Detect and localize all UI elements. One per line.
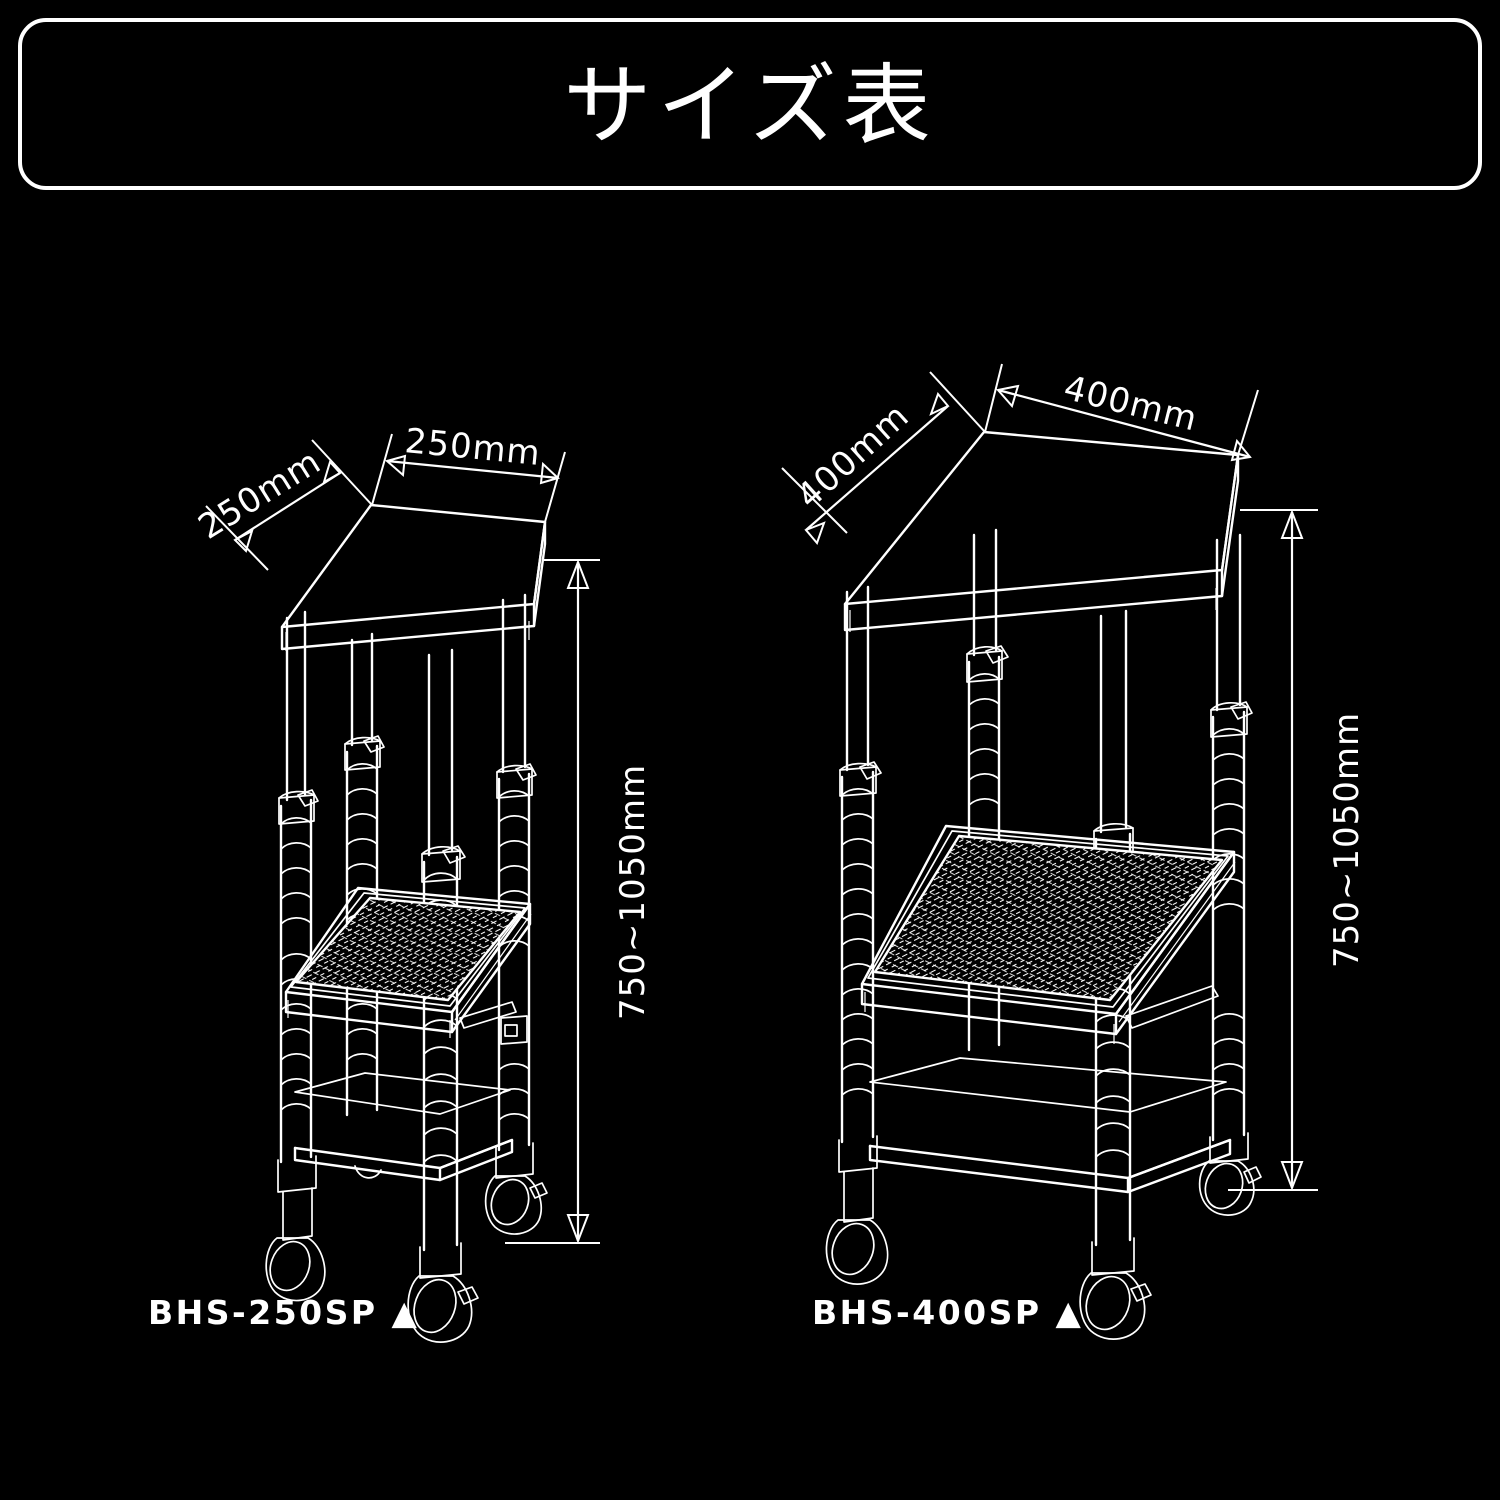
page-title: サイズ表 bbox=[563, 54, 936, 157]
caption-right: BHS-400SP ▲ bbox=[812, 1293, 1083, 1332]
leg-clamp bbox=[1210, 701, 1253, 738]
leg-right bbox=[484, 593, 548, 1235]
caster-wheel bbox=[825, 1219, 889, 1285]
dim-right-depth-label: 400mm bbox=[789, 396, 917, 517]
caster-wheel bbox=[484, 1175, 548, 1235]
dim-depth-left: 250mm bbox=[192, 439, 373, 571]
caption-left: BHS-250SP ▲ bbox=[148, 1293, 419, 1332]
caster-wheel bbox=[1079, 1272, 1152, 1340]
product-left-bhs-250sp: 250mm 250mm 750~1050mm bbox=[148, 421, 653, 1343]
dim-left-height-label: 750~1050mm bbox=[613, 764, 653, 1020]
caster-wheel bbox=[1198, 1160, 1262, 1216]
dim-height-left: 750~1050mm bbox=[505, 559, 653, 1244]
leg-front-center bbox=[407, 648, 479, 1343]
leg-clamp bbox=[344, 735, 385, 771]
header-banner: サイズ表 bbox=[18, 18, 1482, 190]
product-right-bhs-400sp: 400mm 400mm 750~1050mm bbox=[781, 363, 1367, 1340]
leg-clamp bbox=[421, 845, 466, 883]
mid-mesh-shelf-left bbox=[284, 886, 532, 1038]
caster-wheel bbox=[407, 1275, 479, 1343]
dim-depth-right: 400mm bbox=[781, 371, 986, 545]
leg-clamp bbox=[839, 761, 882, 797]
mid-mesh-shelf-right bbox=[860, 824, 1236, 1044]
leg-clamp bbox=[278, 789, 319, 825]
dim-right-width-label: 400mm bbox=[1060, 368, 1202, 440]
leg-right-r bbox=[1198, 533, 1262, 1216]
bottom-frame-right bbox=[868, 1057, 1232, 1194]
top-shelf-right bbox=[843, 430, 1240, 632]
dim-height-right: 750~1050mm bbox=[1228, 509, 1367, 1191]
dim-right-height-label: 750~1050mm bbox=[1327, 712, 1367, 968]
top-shelf-left bbox=[280, 503, 547, 651]
leg-clamp bbox=[966, 645, 1009, 683]
caster-wheel bbox=[265, 1237, 326, 1302]
leg-clamp-lower bbox=[500, 1015, 528, 1045]
leg-clamp bbox=[496, 763, 537, 799]
bottom-frame-left bbox=[293, 1072, 514, 1182]
leg-front-left bbox=[344, 632, 385, 1117]
leg-back-left-r bbox=[825, 585, 889, 1285]
dim-left-width-label: 250mm bbox=[403, 421, 542, 474]
header-border bbox=[18, 18, 1482, 190]
